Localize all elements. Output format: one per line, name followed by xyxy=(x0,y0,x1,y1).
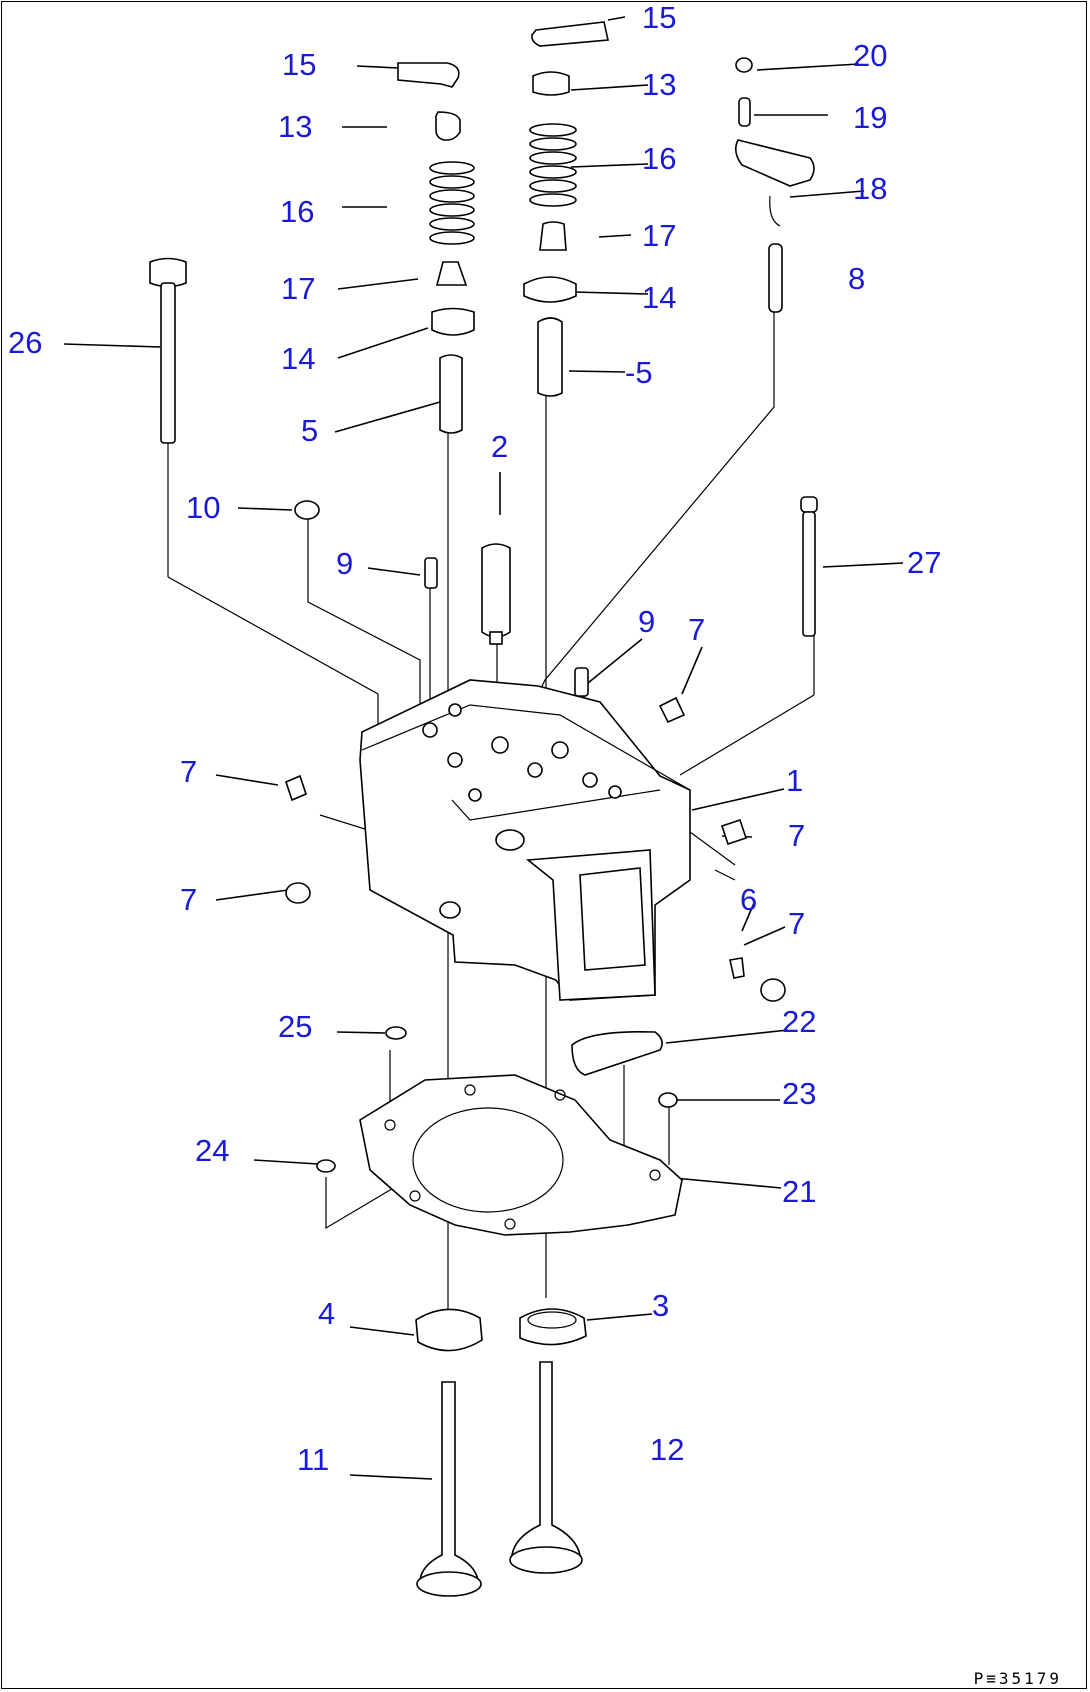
callout-21: 21 xyxy=(782,1174,817,1209)
valves xyxy=(415,1308,587,1597)
callout-23: 23 xyxy=(782,1076,817,1111)
callout-2: 2 xyxy=(491,429,509,464)
callout-1: 1 xyxy=(786,763,804,798)
callout-5: -5 xyxy=(625,355,653,390)
callout-13: 13 xyxy=(278,109,313,144)
drawing-id: P≡35179 xyxy=(973,1669,1062,1688)
callout-15: 15 xyxy=(282,47,317,82)
callout-9: 9 xyxy=(638,604,656,639)
callout-11: 11 xyxy=(297,1442,330,1477)
callout-26: 26 xyxy=(8,325,43,360)
callout-7: 7 xyxy=(788,818,806,853)
callout-18: 18 xyxy=(853,171,888,206)
cylinder-head xyxy=(359,679,691,1001)
callout-14: 14 xyxy=(281,341,316,376)
rocker-group xyxy=(734,57,815,313)
leader-lines xyxy=(63,16,904,1480)
small-parts xyxy=(149,257,818,697)
callout-7: 7 xyxy=(788,906,806,941)
callout-24: 24 xyxy=(195,1133,230,1168)
callout-27: 27 xyxy=(907,545,942,580)
callout-22: 22 xyxy=(782,1004,817,1039)
callout-7: 7 xyxy=(180,754,198,789)
callout-20: 20 xyxy=(853,38,888,73)
plugs xyxy=(285,696,786,1002)
callout-25: 25 xyxy=(278,1009,313,1044)
right-valve-stack xyxy=(523,21,609,397)
left-valve-stack xyxy=(397,62,475,434)
callout-19: 19 xyxy=(853,100,888,135)
callout-15: 15 xyxy=(642,0,677,35)
callout-17: 17 xyxy=(281,271,316,306)
callout-16: 16 xyxy=(280,194,315,229)
callout-8: 8 xyxy=(848,261,866,296)
callout-12: 12 xyxy=(650,1432,685,1467)
callout-7: 7 xyxy=(180,882,198,917)
callout-4: 4 xyxy=(318,1296,336,1331)
head-gasket xyxy=(316,1026,683,1236)
callout-14: 14 xyxy=(642,280,677,315)
callout-17: 17 xyxy=(642,218,677,253)
callout-5: 5 xyxy=(301,413,319,448)
callout-7: 7 xyxy=(688,612,706,647)
callout-16: 16 xyxy=(642,141,677,176)
callout-9: 9 xyxy=(336,546,354,581)
callout-10: 10 xyxy=(186,490,221,525)
callout-6: 6 xyxy=(740,882,758,917)
callout-13: 13 xyxy=(642,67,677,102)
callout-3: 3 xyxy=(652,1288,670,1323)
